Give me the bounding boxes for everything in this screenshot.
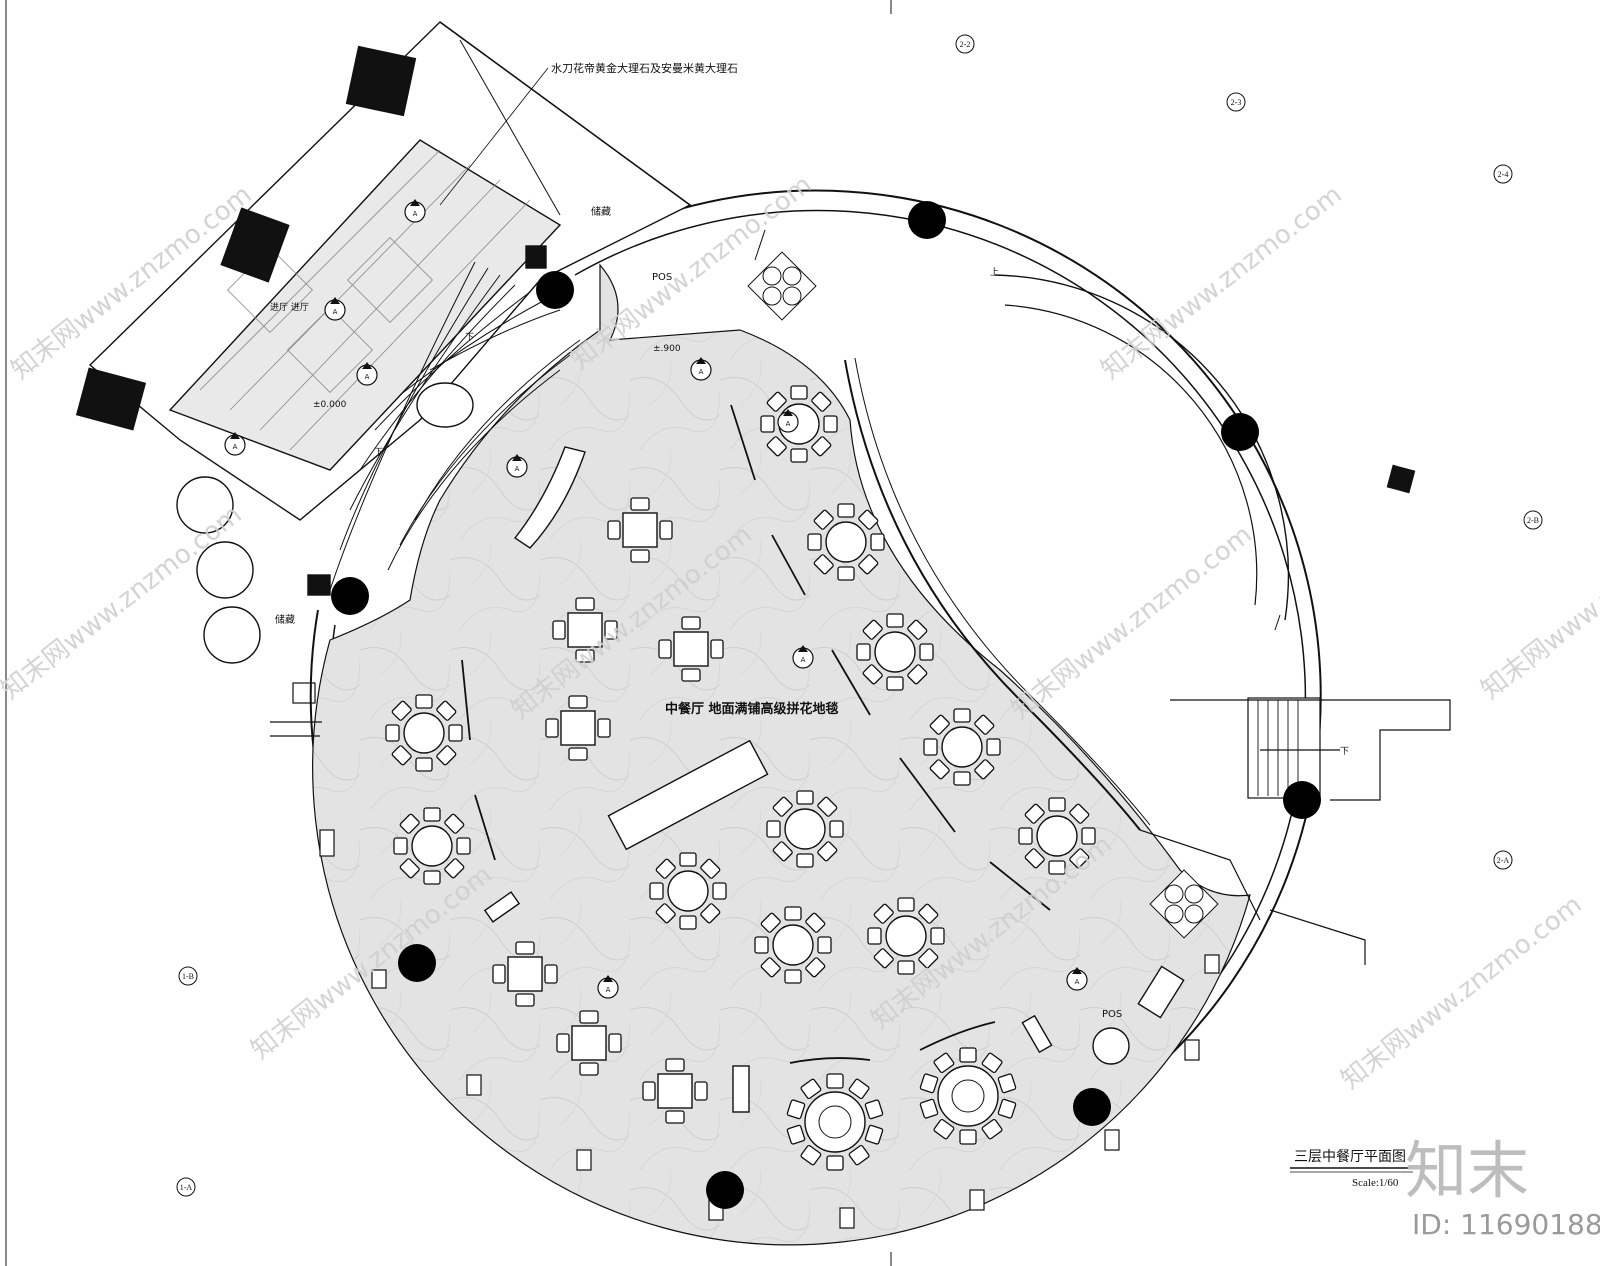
- round-table: [760, 385, 838, 463]
- east-stair: [270, 682, 1451, 965]
- svg-text:知末网www.znzmo.com: 知末网www.znzmo.com: [1476, 500, 1600, 706]
- svg-text:知末网www.znzmo.com: 知末网www.znzmo.com: [0, 500, 248, 706]
- hall-label: 中餐厅 地面满铺高级拼花地毯: [665, 701, 839, 717]
- stair-up-label: 上: [990, 267, 999, 278]
- brand-watermark: 知末: [1405, 1134, 1529, 1207]
- pos-label-top: POS: [652, 272, 672, 283]
- stair-down-label: 下: [374, 448, 383, 458]
- crescent-void-edge: [844, 359, 1141, 831]
- round-table: [807, 503, 885, 581]
- grid-marker-2-3: 2-3: [1231, 98, 1242, 107]
- page-border: [5, 0, 892, 1266]
- svg-text:知末网www.znzmo.com: 知末网www.znzmo.com: [1336, 890, 1588, 1096]
- storage-label-left: 储藏: [275, 613, 295, 626]
- grid-marker-1-A: 1-A: [180, 1183, 193, 1192]
- round-table: [393, 807, 471, 885]
- round-table: [856, 613, 934, 691]
- marker-clusters: [747, 251, 1219, 939]
- title-block: 三层中餐厅平面图 Scale:1/60: [1290, 1149, 1413, 1189]
- round-table: [754, 906, 832, 984]
- structural-columns: [331, 201, 1321, 1209]
- storage-label-top: 储藏: [591, 205, 611, 218]
- grid-marker-2-A: 2-A: [1497, 856, 1510, 865]
- entry-wing: [75, 21, 1416, 664]
- round-table: [766, 790, 844, 868]
- counters: [483, 446, 1185, 1113]
- ramp-inner: [1004, 304, 1258, 606]
- entry-corridor: [168, 139, 562, 471]
- partitions: [461, 229, 1051, 1064]
- round-table: [649, 852, 727, 930]
- ramp-outer: [994, 274, 1290, 621]
- marble-note: 水刀花帝黄金大理石及安曼米黄大理石: [551, 61, 738, 75]
- pos-label-bottom: POS: [1102, 1009, 1122, 1020]
- svg-text:知末网www.znzmo.com: 知末网www.znzmo.com: [1096, 180, 1348, 386]
- drawing-title: 三层中餐厅平面图: [1294, 1149, 1406, 1165]
- grand-stair: [329, 261, 581, 591]
- corridor-label: 进厅 进厅: [270, 302, 309, 313]
- grid-marker-1-B: 1-B: [182, 972, 194, 981]
- round-table: [923, 708, 1001, 786]
- stair-down-label: 下: [1340, 747, 1349, 757]
- drawing-scale: Scale:1/60: [1352, 1177, 1399, 1189]
- grid-marker-2-2: 2-2: [960, 40, 971, 49]
- svg-text:知末网www.znzmo.com: 知末网www.znzmo.com: [1006, 520, 1258, 726]
- level-hall: ±.900: [653, 344, 681, 354]
- stair-down-label: 下: [465, 333, 474, 343]
- grid-marker-2-4: 2-4: [1498, 170, 1509, 179]
- image-id: ID: 1169018861: [1412, 1208, 1600, 1241]
- level-corridor: ±0.000: [313, 400, 347, 410]
- round-table: [385, 694, 463, 772]
- grid-marker-2-B: 2-B: [1527, 516, 1539, 525]
